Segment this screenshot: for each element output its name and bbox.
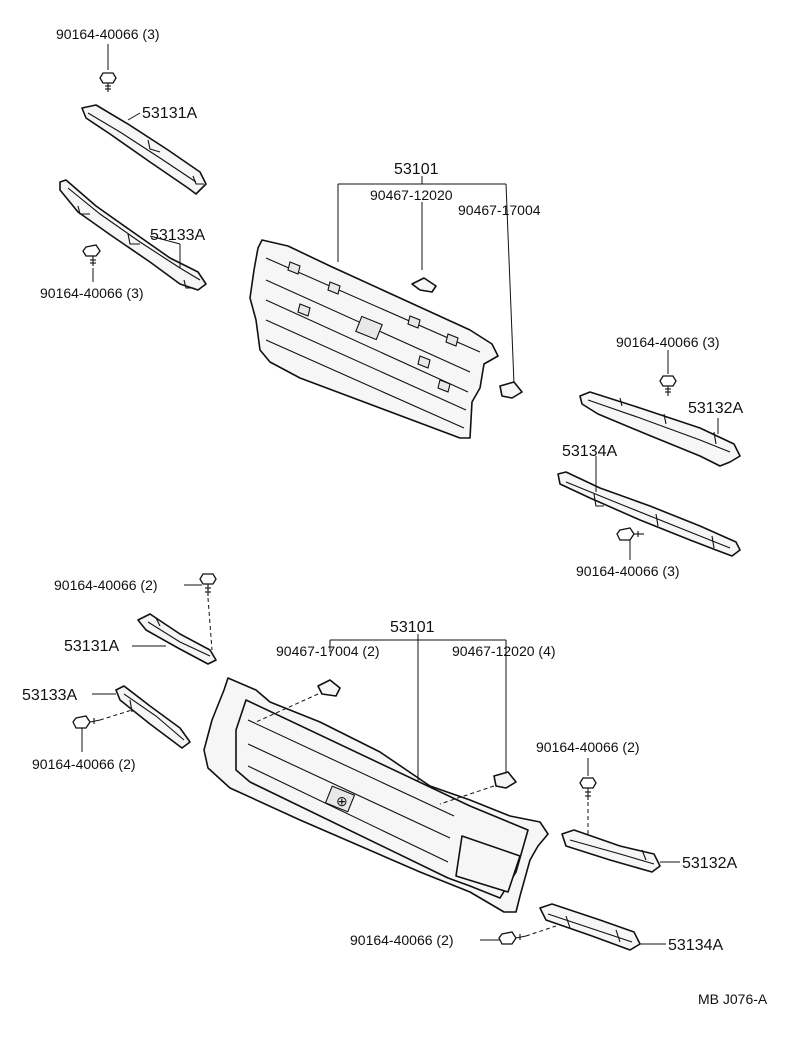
upper-molding-lower-right-label: 53134A bbox=[562, 443, 617, 460]
lower-molding-lower-left-label: 53133A bbox=[22, 687, 77, 704]
lower-molding-lower-right-label: 53134A bbox=[668, 937, 723, 954]
lower-bolt-top-left-label: 90164-40066 (2) bbox=[54, 577, 158, 593]
lower-bolt-bottom-left-label: 90164-40066 (2) bbox=[32, 756, 136, 772]
upper-grille-label: 53101 bbox=[394, 161, 439, 178]
lower-clip-b-label: 90467-12020 (4) bbox=[452, 643, 556, 659]
lower-bolt-bottom-left-icon bbox=[72, 715, 101, 729]
lower-grille: ⊕ bbox=[203, 677, 549, 913]
lower-assembly: 90164-40066 (2) 53131A 53133A bbox=[22, 573, 737, 954]
upper-molding-lower-left-label: 53133A bbox=[150, 227, 205, 244]
upper-molding-lower-right bbox=[557, 471, 741, 557]
lower-molding-upper-right-label: 53132A bbox=[682, 855, 737, 872]
upper-clip-b-icon bbox=[499, 381, 523, 399]
upper-molding-upper-right-label: 53132A bbox=[688, 400, 743, 417]
upper-bolt-top-right-label: 90164-40066 (3) bbox=[616, 334, 720, 350]
upper-bolt-mid-left-icon bbox=[82, 244, 101, 266]
upper-bolt-top-left-label: 90164-40066 (3) bbox=[56, 26, 160, 42]
lower-molding-lower-right bbox=[539, 903, 641, 951]
upper-bolt-bottom-right-label: 90164-40066 (3) bbox=[576, 563, 680, 579]
grille-emblem-icon: ⊕ bbox=[336, 793, 348, 809]
upper-clip-a-label: 90467-12020 bbox=[370, 187, 453, 203]
lower-molding-lower-left bbox=[115, 685, 191, 749]
upper-bolt-top-left-icon bbox=[99, 72, 117, 92]
lower-bolt-right-label: 90164-40066 (2) bbox=[536, 739, 640, 755]
lower-clip-a-label: 90467-17004 (2) bbox=[276, 643, 380, 659]
lower-molding-upper-left bbox=[137, 613, 217, 665]
lower-bolt-bottom-icon bbox=[498, 931, 527, 945]
lower-molding-upper-left-label: 53131A bbox=[64, 638, 119, 655]
upper-clip-b-label: 90467-17004 bbox=[458, 202, 541, 218]
upper-assembly: 90164-40066 (3) 53131A 53133A bbox=[40, 26, 743, 579]
upper-molding-upper-left bbox=[81, 104, 207, 195]
lower-bolt-bottom-label: 90164-40066 (2) bbox=[350, 932, 454, 948]
upper-molding-lower-left bbox=[59, 179, 207, 291]
lower-bolt-top-left-icon bbox=[199, 573, 217, 596]
upper-bolt-top-right-icon bbox=[659, 375, 677, 396]
diagram-code: MB J076-A bbox=[698, 991, 768, 1007]
lower-clip-b-icon bbox=[493, 771, 517, 789]
upper-bolt-bottom-right-icon bbox=[616, 527, 644, 541]
lower-grille-label: 53101 bbox=[390, 619, 435, 636]
lower-molding-upper-right bbox=[561, 829, 661, 873]
upper-molding-upper-left-label: 53131A bbox=[142, 105, 197, 122]
upper-molding-upper-right bbox=[579, 391, 741, 467]
upper-bolt-mid-left-label: 90164-40066 (3) bbox=[40, 285, 144, 301]
lower-bolt-right-icon bbox=[579, 777, 597, 800]
upper-grille bbox=[249, 239, 499, 439]
upper-clip-a-icon bbox=[411, 277, 437, 293]
lower-clip-a-icon bbox=[317, 679, 341, 697]
